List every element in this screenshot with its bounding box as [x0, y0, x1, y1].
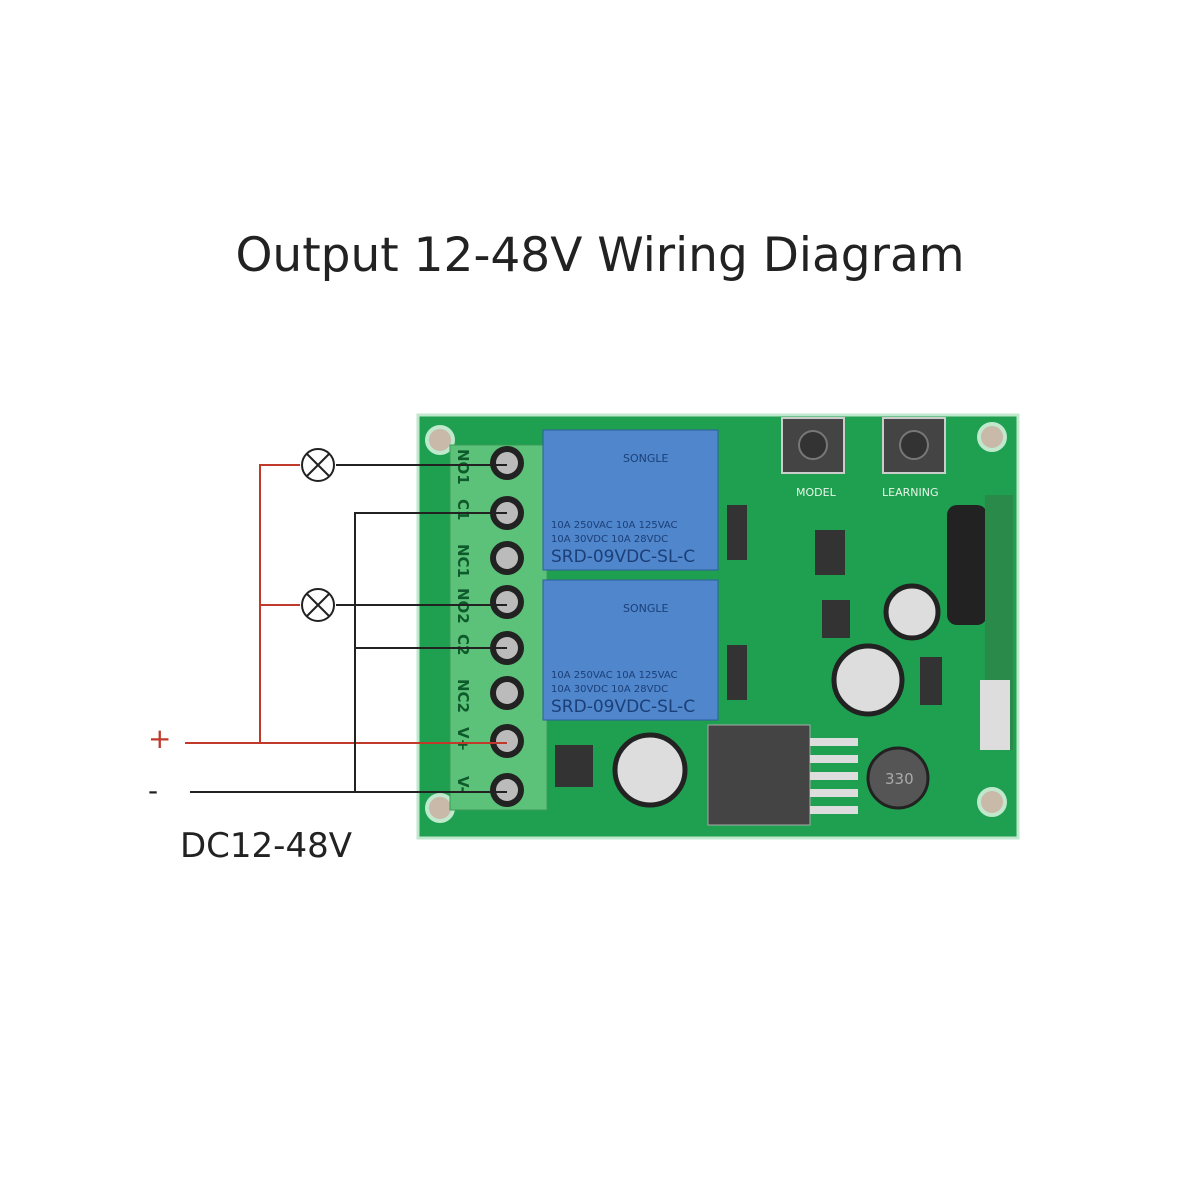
- terminal-label: V-: [454, 776, 472, 793]
- inductor: [866, 746, 930, 810]
- model-button-label: MODEL: [796, 486, 837, 499]
- antenna-coil: [947, 495, 1013, 750]
- negative-label: -: [148, 774, 159, 807]
- positive-label: +: [148, 722, 172, 755]
- lamp-2-icon: [301, 588, 335, 622]
- capacitors: [612, 583, 941, 808]
- terminal-label: C1: [454, 499, 472, 520]
- learning-button[interactable]: [882, 417, 946, 474]
- lamp-1-icon: [301, 448, 335, 482]
- relay-1: SONGLE 10A 250VAC 10A 125VAC 10A 30VDC 10A…: [542, 429, 719, 571]
- terminal-screw[interactable]: [490, 773, 524, 807]
- relay-brand: SONGLE: [623, 602, 669, 615]
- inductor-label: 330: [885, 770, 914, 788]
- terminal-label: NO1: [454, 449, 472, 485]
- terminal-label: C2: [454, 634, 472, 655]
- relay-brand: SONGLE: [623, 452, 669, 465]
- terminal-screw[interactable]: [490, 676, 524, 710]
- learning-button-label: LEARNING: [882, 486, 938, 499]
- terminal-label: NC2: [454, 679, 472, 713]
- terminal-screw[interactable]: [490, 585, 524, 619]
- relay-rating: 10A 250VAC 10A 125VAC: [551, 670, 678, 681]
- relay-rating: 10A 250VAC 10A 125VAC: [551, 520, 678, 531]
- ic-chip: [555, 745, 593, 787]
- terminal-screw[interactable]: [490, 724, 524, 758]
- model-button[interactable]: [781, 417, 845, 474]
- relay-model: SRD-09VDC-SL-C: [551, 547, 695, 567]
- transistor: [822, 600, 850, 638]
- mounting-holes: [425, 422, 1007, 823]
- relay-model: SRD-09VDC-SL-C: [551, 697, 695, 717]
- wires: [185, 464, 507, 793]
- ic-chip: [815, 530, 845, 575]
- terminal-label: V+: [454, 727, 472, 751]
- diagram-title: Output 12-48V Wiring Diagram: [235, 228, 965, 283]
- relay-rating: 10A 30VDC 10A 28VDC: [551, 684, 668, 695]
- supply-voltage-label: DC12-48V: [180, 826, 352, 866]
- relay-2: SONGLE 10A 250VAC 10A 125VAC 10A 30VDC 10A…: [542, 579, 719, 721]
- terminal-screw[interactable]: [490, 446, 524, 480]
- terminal-screw[interactable]: [490, 541, 524, 575]
- relay-rating: 10A 30VDC 10A 28VDC: [551, 534, 668, 545]
- regulator: [707, 724, 811, 826]
- terminal-label: NC1: [454, 544, 472, 578]
